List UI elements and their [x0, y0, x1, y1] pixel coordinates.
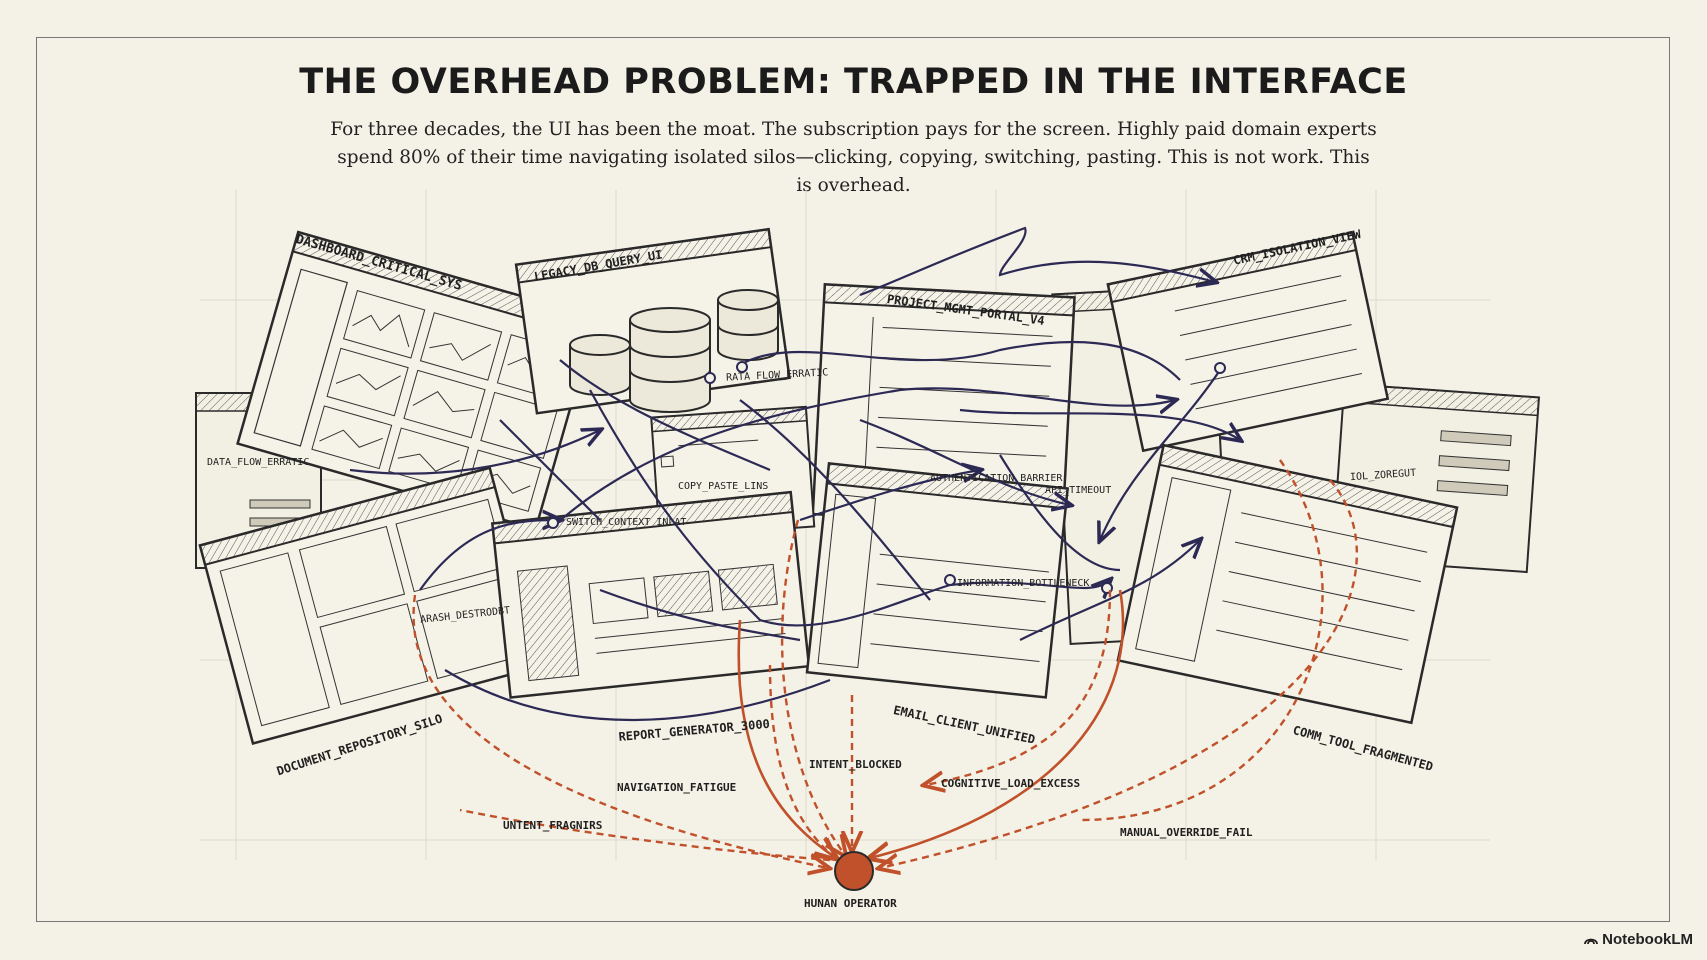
- pain-arrows: [412, 459, 1359, 868]
- pain-intent-fragments: UNTENT_FRAGNIRS: [503, 819, 603, 832]
- window-document-repo: [198, 466, 545, 745]
- outer-frame: [36, 37, 1670, 922]
- database-cylinders-icon: [569, 289, 779, 413]
- data-flow-lines: [349, 226, 1240, 721]
- pain-intent-blocked: INTENT_BLOCKED: [809, 758, 902, 771]
- window-comm-tool: [1116, 443, 1459, 725]
- page-title: THE OVERHEAD PROBLEM: TRAPPED IN THE INT…: [299, 62, 1408, 102]
- page-subtitle: For three decades, the UI has been the m…: [330, 119, 1377, 196]
- junction-nodes: [547, 361, 1226, 594]
- window-report-generator: [490, 490, 811, 699]
- human-operator-label: HUNAN OPERATOR: [804, 897, 897, 910]
- brand-label: NotebookLM: [1602, 931, 1693, 948]
- window-email-client: [805, 462, 1070, 699]
- pain-solid-arrow: [737, 589, 1125, 858]
- annotation-info-bottleneck: INFORMATION_BOTTLENECK: [957, 578, 1090, 589]
- brand-badge: NotebookLM: [1584, 931, 1693, 948]
- window-dashboard: [236, 230, 598, 531]
- pain-cognitive-load: COGNITIVE_LOAD_EXCESS: [941, 777, 1081, 790]
- human-operator-node[interactable]: [834, 851, 874, 891]
- pain-manual-override: MANUAL_OVERRIDE_FAIL: [1120, 826, 1253, 839]
- annotation-copy-paste: COPY_PASTE_LINS: [678, 481, 769, 492]
- annotation-api-timeout: API_TIMEOUT: [1045, 485, 1112, 496]
- annotation-auth-barrier: AUTHENTICATION_BARRIER: [930, 473, 1063, 484]
- annotation-data-flow-left: DATA_FLOW_ERRATIC: [207, 457, 310, 468]
- notebooklm-logo-icon: [1584, 938, 1599, 945]
- annotation-switch-context: SWITCH_CONTEXT_INLAT: [566, 517, 687, 528]
- pain-navigation-fatigue: NAVIGATION_FATIGUE: [617, 781, 737, 794]
